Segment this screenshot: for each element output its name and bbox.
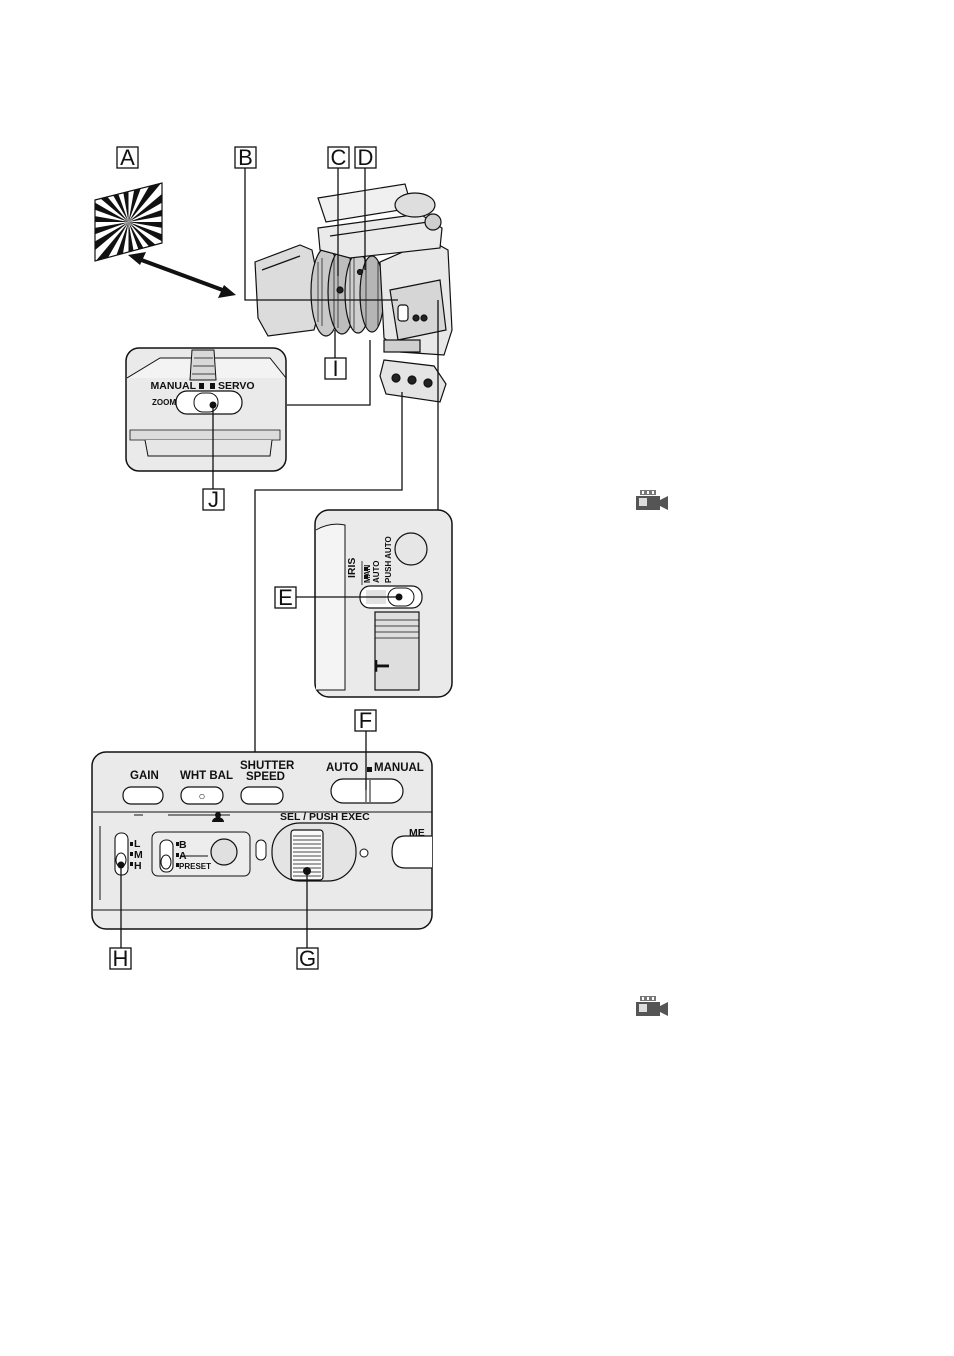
callout-i: I: [325, 356, 346, 381]
iris-push-auto-label: PUSH AUTO: [384, 536, 393, 583]
callout-j-label: J: [208, 487, 219, 512]
zoom-label: ZOOM: [152, 398, 176, 407]
callout-j: J: [203, 487, 224, 512]
iris-man-label: MAN: [363, 565, 372, 583]
speed-label: SPEED: [246, 771, 285, 783]
callout-a: A: [117, 145, 138, 170]
preset-a-label: A: [179, 850, 187, 862]
iris-label: IRIS: [346, 558, 358, 578]
callout-b: B: [235, 145, 256, 170]
manual-label: MANUAL: [374, 762, 424, 774]
preset-label: PRESET: [179, 862, 211, 871]
sel-push-exec-label: SEL / PUSH EXEC: [280, 811, 370, 823]
callout-c-label: C: [331, 145, 347, 170]
callout-d: D: [355, 145, 376, 170]
callout-e: E: [275, 585, 296, 610]
callout-g: G: [297, 946, 318, 971]
zoom-switch-inset: [126, 348, 286, 471]
callout-d-label: D: [358, 145, 374, 170]
iris-auto-label: AUTO: [372, 560, 381, 583]
callout-e-label: E: [278, 585, 293, 610]
tele-label: T: [372, 660, 394, 672]
callout-c: C: [328, 145, 349, 170]
zoom-servo-label: SERVO: [218, 380, 255, 392]
menu-button-label: ME: [409, 827, 425, 839]
callout-i-label: I: [332, 356, 338, 381]
auto-label: AUTO: [326, 762, 358, 774]
distance-arrow: [128, 252, 236, 298]
gain-label: GAIN: [130, 770, 159, 782]
callout-g-label: G: [299, 946, 316, 971]
callout-a-label: A: [120, 145, 135, 170]
callout-f-label: F: [359, 708, 372, 733]
callout-h-label: H: [113, 946, 129, 971]
wht-bal-label: WHT BAL: [180, 770, 233, 782]
camcorder-icon: [636, 996, 668, 1016]
camcorder-icon: [636, 490, 668, 510]
callout-h: H: [110, 946, 131, 971]
lmh-h-label: H: [134, 860, 142, 872]
callout-f: F: [355, 708, 376, 733]
wht-bal-mark: ○: [199, 791, 206, 803]
zoom-manual-label: MANUAL: [151, 380, 197, 392]
callout-b-label: B: [238, 145, 253, 170]
